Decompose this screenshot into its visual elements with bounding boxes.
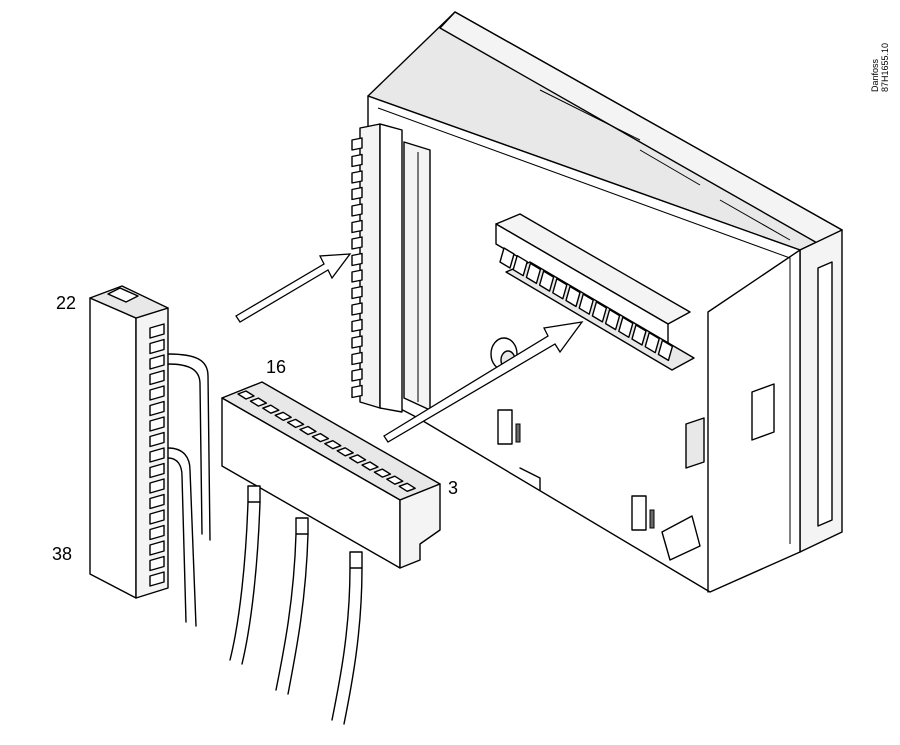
terminal-pin xyxy=(351,302,363,316)
terminal-pin xyxy=(149,540,165,556)
label-16: 16 xyxy=(266,357,286,377)
insertion-arrow-right xyxy=(383,321,584,443)
label-3: 3 xyxy=(448,478,458,498)
terminal-pin xyxy=(149,323,165,339)
controller-housing xyxy=(367,11,843,593)
terminal-pin xyxy=(351,203,363,217)
terminal-pin xyxy=(351,153,363,168)
terminal-pin xyxy=(351,335,363,349)
terminal-pin xyxy=(604,308,621,331)
terminal-pin xyxy=(149,462,165,479)
terminal-pin xyxy=(351,384,363,399)
terminal-pin xyxy=(149,493,165,510)
terminal-pin xyxy=(351,252,363,267)
terminal-pin xyxy=(149,416,165,432)
wires-left-connector xyxy=(167,353,211,627)
terminal-pin xyxy=(512,254,528,277)
connector-16-3 xyxy=(221,381,441,569)
terminal-pin xyxy=(149,555,165,572)
terminal-pin xyxy=(578,293,594,315)
terminal-pin xyxy=(262,404,280,414)
label-22: 22 xyxy=(56,293,76,313)
terminal-pin xyxy=(311,432,330,443)
terminal-pin xyxy=(149,354,165,370)
terminal-pin xyxy=(351,285,363,300)
terminal-pin xyxy=(525,262,542,285)
terminal-pin xyxy=(149,338,165,355)
terminal-pin xyxy=(361,461,379,471)
terminal-pin xyxy=(552,278,568,300)
terminal-pin xyxy=(249,397,268,407)
terminal-pin xyxy=(499,247,515,269)
connector-22-38 xyxy=(89,285,169,599)
terminal-pin xyxy=(538,270,555,292)
terminal-pin xyxy=(351,368,363,382)
terminal-pin xyxy=(351,137,363,151)
terminal-pin xyxy=(351,351,363,366)
drawing-code: Danfoss 87H1655.10 xyxy=(870,43,890,92)
terminal-pin xyxy=(398,482,416,492)
terminal-pin xyxy=(351,219,363,234)
terminal-pin xyxy=(274,411,292,421)
drawing-code-brand: Danfoss xyxy=(870,58,880,92)
terminal-pin xyxy=(149,369,165,386)
terminal-pin xyxy=(386,475,404,485)
drawing-code-number: 87H1655.10 xyxy=(880,43,890,92)
terminal-pin xyxy=(149,447,165,463)
terminal-pin xyxy=(149,509,165,525)
terminal-pin xyxy=(351,186,363,201)
terminal-pin xyxy=(351,318,363,333)
terminal-pin xyxy=(299,425,317,436)
terminal-pin xyxy=(351,236,363,250)
terminal-pin xyxy=(149,524,165,541)
terminal-pin xyxy=(351,170,363,184)
terminal-pin xyxy=(565,285,581,308)
wires-middle-connector xyxy=(229,485,363,725)
terminal-pin xyxy=(657,339,674,362)
terminal-pin xyxy=(351,269,363,283)
housing-terminal-strip-horizontal xyxy=(495,213,695,371)
housing-terminal-strip-vertical xyxy=(351,123,403,413)
terminal-pin xyxy=(237,390,255,400)
terminal-pin xyxy=(149,385,165,401)
terminal-pin xyxy=(286,418,305,429)
terminal-pin xyxy=(591,301,608,323)
label-38: 38 xyxy=(52,544,72,564)
terminal-pin xyxy=(149,571,165,587)
terminal-pin xyxy=(149,400,165,417)
terminal-pin xyxy=(373,468,392,478)
terminal-pin xyxy=(324,440,342,450)
terminal-pin xyxy=(618,316,634,338)
insertion-arrow-left xyxy=(235,253,352,323)
terminal-pin xyxy=(149,431,165,448)
terminal-pin xyxy=(336,447,354,457)
terminal-pin xyxy=(149,478,165,494)
terminal-pin xyxy=(348,454,367,464)
terminal-pin xyxy=(631,324,647,346)
terminal-pin xyxy=(644,332,660,354)
